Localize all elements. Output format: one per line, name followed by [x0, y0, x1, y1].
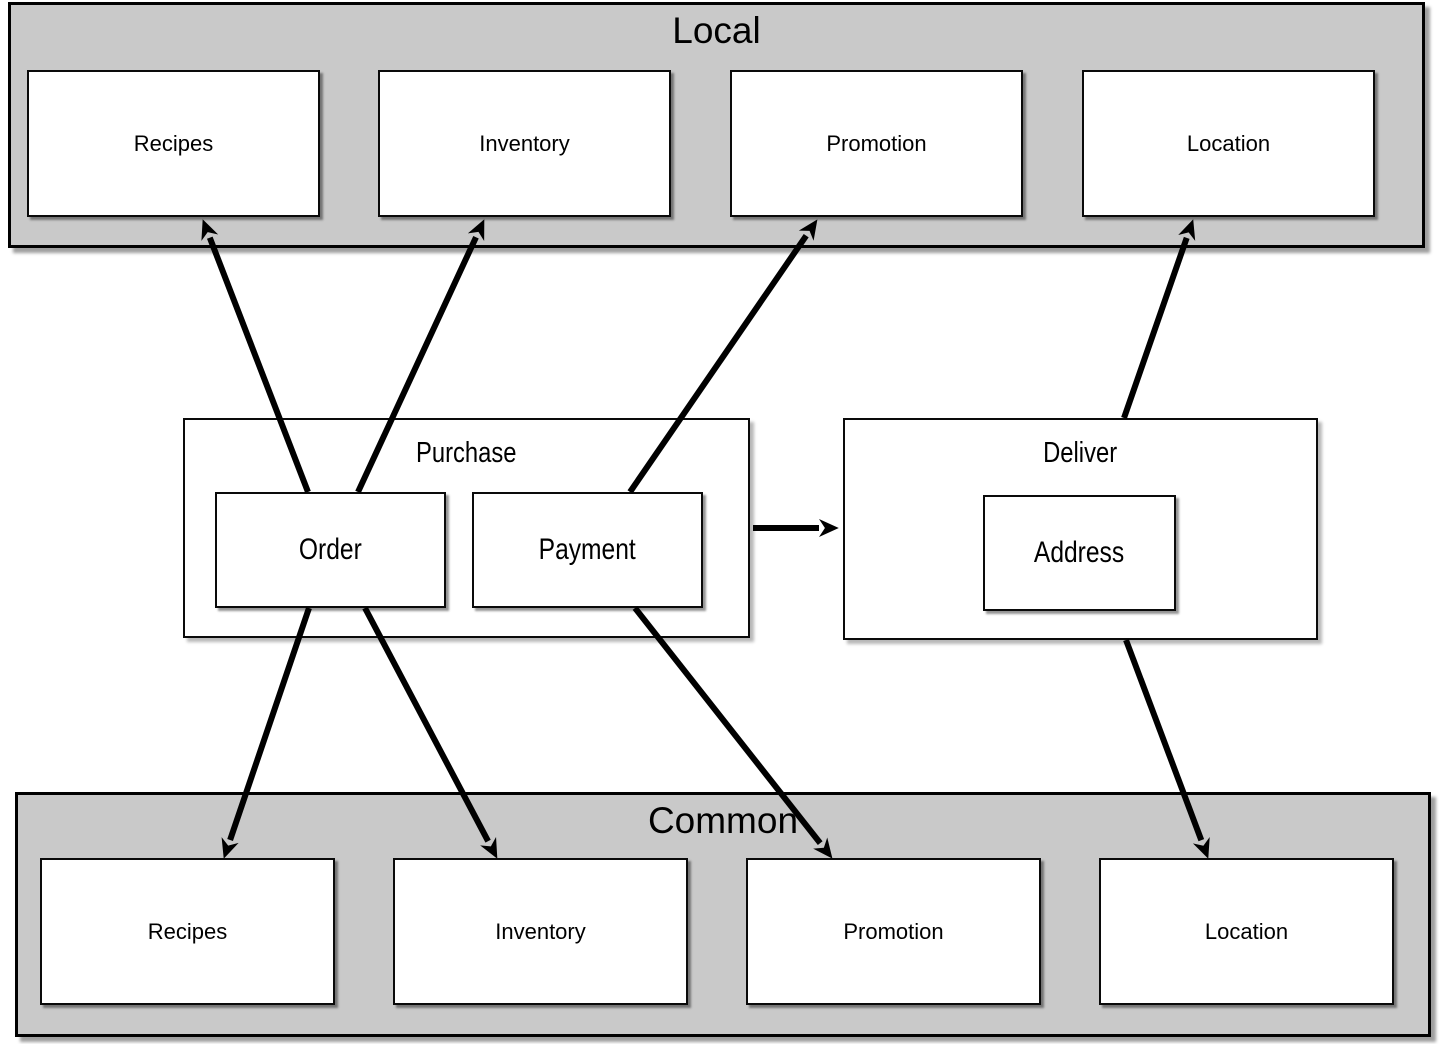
common-inventory-label: Inventory — [495, 918, 586, 944]
address-box: Address — [983, 495, 1176, 611]
order-box: Order — [215, 492, 446, 608]
local-location-label: Location — [1186, 130, 1271, 156]
common-promotion-label: Promotion — [843, 918, 944, 944]
local-promotion-label: Promotion — [826, 130, 927, 156]
common-location-label: Location — [1204, 918, 1289, 944]
local-inventory-label: Inventory — [479, 130, 570, 156]
local-band-title: Local — [672, 10, 761, 51]
common-recipes-box: Recipes — [40, 858, 335, 1005]
order-label: Order — [299, 533, 362, 566]
common-recipes-label: Recipes — [147, 918, 228, 944]
payment-label: Payment — [538, 533, 637, 566]
address-label: Address — [1034, 536, 1125, 569]
arrow-deliver-to-local-location — [1121, 219, 1196, 419]
local-location-box: Location — [1082, 70, 1375, 217]
common-inventory-box: Inventory — [393, 858, 688, 1005]
local-recipes-label: Recipes — [133, 130, 214, 156]
common-location-box: Location — [1099, 858, 1394, 1005]
local-recipes-box: Recipes — [27, 70, 320, 217]
local-inventory-box: Inventory — [378, 70, 671, 217]
local-promotion-box: Promotion — [730, 70, 1023, 217]
common-promotion-box: Promotion — [746, 858, 1041, 1005]
common-band-title: Common — [647, 800, 799, 841]
purchase-group-title: Purchase — [416, 437, 517, 469]
payment-box: Payment — [472, 492, 703, 608]
deliver-group-title: Deliver — [1043, 437, 1118, 469]
